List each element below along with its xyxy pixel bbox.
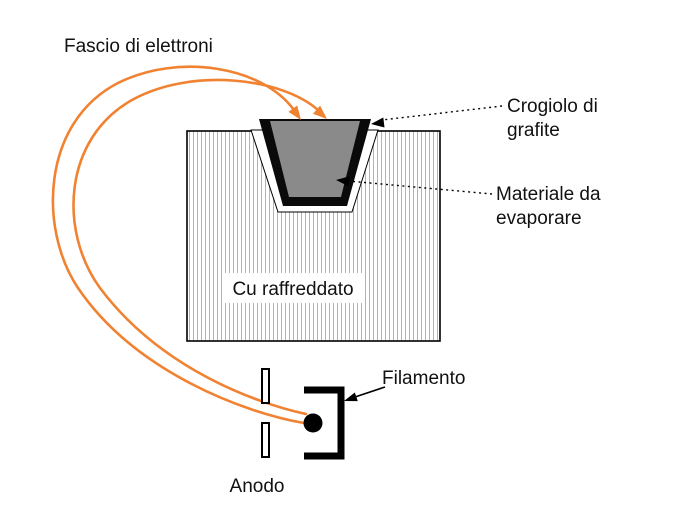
filament-arrow-line: [351, 386, 386, 399]
electron-beam-path-inner: [72, 78, 320, 416]
filament-bracket: [304, 386, 345, 460]
crucible-leader-line: [381, 105, 503, 121]
anode-plate-top: [261, 368, 270, 404]
crucible-leader-arrowhead: [371, 117, 385, 128]
filament-arrowhead: [344, 392, 358, 402]
copper-label-box: [222, 273, 365, 303]
electron-beam-label: Fascio di elettroni: [64, 36, 213, 57]
evaporation-material: [270, 121, 360, 197]
anode-label: Anodo: [230, 476, 285, 497]
material-leader-line: [347, 180, 493, 195]
material-label-line2: evaporare: [496, 208, 582, 229]
anode-plate-bottom: [261, 422, 270, 458]
electron-beam-arrowhead-left: [288, 105, 301, 120]
material-leader-arrowhead: [336, 176, 350, 187]
crucible-label-line1: Crogiolo di: [507, 96, 598, 117]
crucible-label-line2: grafite: [507, 120, 560, 141]
copper-block-label: Cu raffreddato: [232, 279, 353, 300]
electron-beam-path-outer: [51, 65, 306, 425]
material-label-line1: Materiale da: [496, 184, 601, 205]
filament-label: Filamento: [382, 368, 465, 389]
electron-beam-arrowhead-right: [312, 105, 327, 119]
filament-dot: [303, 413, 323, 433]
